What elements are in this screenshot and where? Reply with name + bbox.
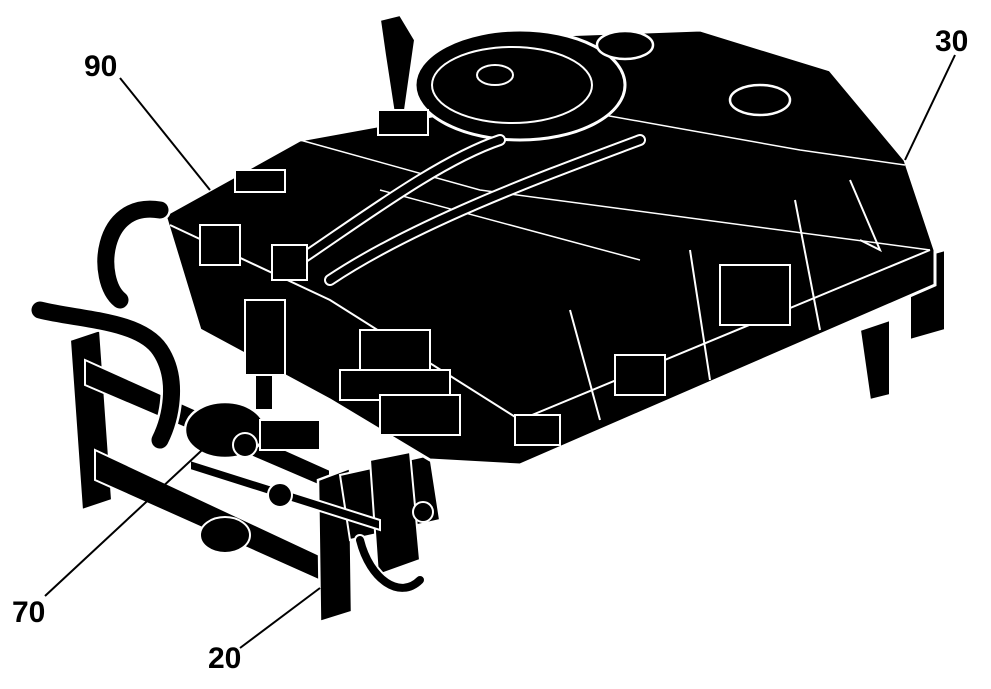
tank-body bbox=[163, 13, 937, 467]
valve-cluster bbox=[183, 224, 461, 508]
callout-label-70: 70 bbox=[12, 596, 46, 629]
callout-label-90: 90 bbox=[84, 50, 118, 83]
leader-lines bbox=[44, 54, 956, 649]
hoses bbox=[29, 134, 646, 594]
callout-label-20: 20 bbox=[208, 642, 242, 675]
callout-label-30: 30 bbox=[935, 25, 969, 58]
